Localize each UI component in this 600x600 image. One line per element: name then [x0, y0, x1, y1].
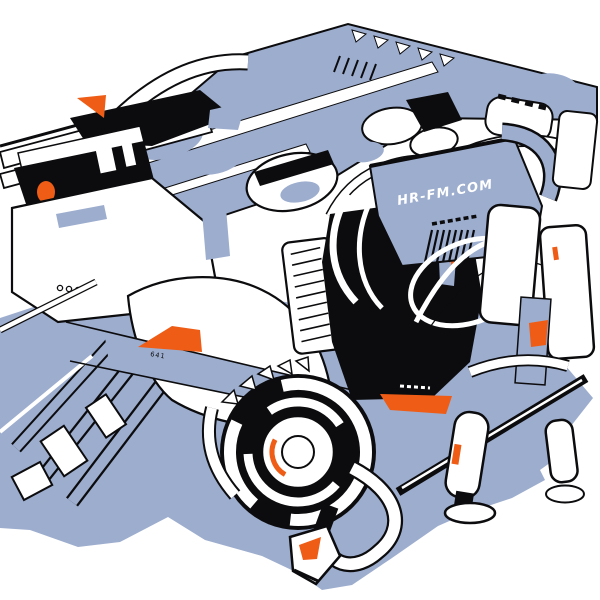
vent-slats — [290, 246, 332, 343]
tooth — [220, 388, 240, 405]
right-tower — [467, 110, 599, 386]
hub-cap — [281, 435, 315, 469]
orange-flag — [77, 95, 106, 118]
engine-hose — [356, 196, 384, 310]
canopy-dome — [245, 150, 339, 213]
pipe-bracket — [39, 424, 89, 478]
tooth — [294, 355, 310, 373]
toe-line — [293, 568, 319, 583]
orange-knee-patch — [529, 320, 548, 347]
orange-headlamp — [37, 181, 55, 203]
roof-panel — [56, 22, 598, 242]
orange-leg-stripe — [451, 443, 462, 465]
boom-wedge — [208, 102, 246, 130]
orange-hub-arc — [269, 423, 327, 481]
right-leg-rear — [544, 418, 579, 484]
hatch — [435, 229, 446, 263]
wheel-teeth — [220, 355, 310, 405]
slat — [299, 323, 330, 332]
window-pillar — [95, 146, 117, 174]
slat — [293, 268, 324, 277]
panel-top-edge — [369, 136, 515, 168]
pipe-bracket — [10, 460, 54, 502]
orange-foot-wedge — [299, 537, 321, 560]
canopy-glass — [280, 181, 320, 203]
pipe-bracket — [84, 392, 128, 440]
window-pillar — [121, 143, 137, 167]
hip-tube — [468, 356, 570, 376]
rivet — [56, 284, 64, 292]
roof-cushion — [190, 141, 246, 175]
hatch — [333, 55, 341, 73]
roof-sawtooth-trim — [351, 29, 456, 67]
canopy-visor — [254, 150, 334, 186]
right-foot-front — [443, 501, 497, 525]
hatch — [465, 229, 476, 263]
tooth — [238, 374, 258, 392]
slat — [294, 279, 325, 288]
vent-shadow — [406, 92, 462, 132]
sawtooth — [417, 47, 434, 61]
cab-vent — [56, 205, 107, 228]
hatch — [360, 61, 368, 79]
leg-slab — [538, 223, 596, 361]
pipe-highlight — [0, 354, 94, 434]
orange-sliver — [552, 246, 559, 261]
orange-chevron — [138, 326, 202, 352]
tooth — [256, 364, 276, 382]
engine-hose — [329, 192, 359, 305]
hatch — [369, 63, 377, 81]
panel-shade — [534, 73, 578, 95]
leg-slab — [478, 203, 542, 327]
cab-side-shade — [202, 208, 230, 260]
pod-shade — [348, 141, 384, 163]
strut-highlight — [401, 378, 583, 490]
slat — [298, 312, 329, 321]
left-pipe-cluster — [0, 337, 180, 507]
hatch — [351, 59, 359, 77]
serial-marking: 641 — [150, 350, 167, 361]
hatch — [423, 229, 434, 263]
slat — [297, 301, 328, 310]
leg-limb — [544, 418, 579, 484]
tooth — [276, 358, 293, 376]
shoulder-slab — [551, 110, 599, 190]
bumper-bar — [0, 279, 98, 333]
hanging-arm — [288, 460, 403, 586]
hatch — [342, 57, 350, 75]
engine-glint — [399, 384, 431, 390]
right-foot-rear — [545, 484, 585, 504]
orange-skid-stripe — [380, 394, 452, 414]
slat — [290, 246, 321, 256]
roof-hatch-marks — [333, 55, 377, 81]
pipe — [67, 364, 179, 506]
sawtooth — [439, 53, 456, 67]
slat — [291, 257, 322, 266]
sawtooth — [373, 35, 390, 49]
sawtooth — [395, 41, 412, 55]
wheel-fork — [204, 406, 239, 499]
slat — [295, 290, 326, 299]
pipe — [31, 348, 147, 490]
sawtooth — [351, 29, 368, 43]
diagonal-strut — [395, 374, 589, 496]
pipe — [12, 338, 116, 452]
wheel-inner-arcs — [243, 397, 353, 507]
blue-pipe — [501, 125, 560, 201]
slat — [301, 334, 332, 343]
